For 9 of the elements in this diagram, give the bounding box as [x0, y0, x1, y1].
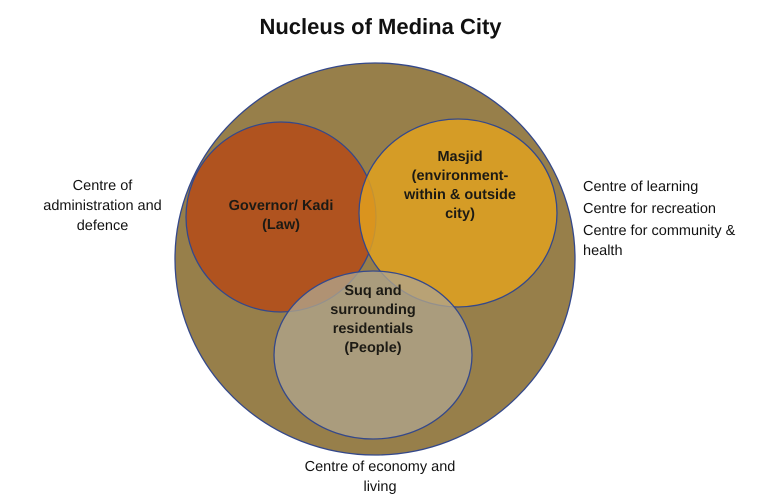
circle-label: Suq and surrounding residentials (People) — [329, 282, 417, 358]
circle-label: Governor/ Kadi (Law) — [228, 197, 334, 235]
side-note: Centre of administration and defence — [42, 177, 163, 236]
side-note: Centre of economy and living — [304, 458, 456, 497]
side-note: Centre of learning — [583, 178, 700, 197]
circle-label: Masjid (environment-within & outside city) — [403, 148, 517, 224]
side-note: Centre for community & health — [583, 222, 736, 261]
side-note: Centre for recreation — [583, 200, 717, 219]
diagram-title: Nucleus of Medina City — [258, 14, 503, 40]
